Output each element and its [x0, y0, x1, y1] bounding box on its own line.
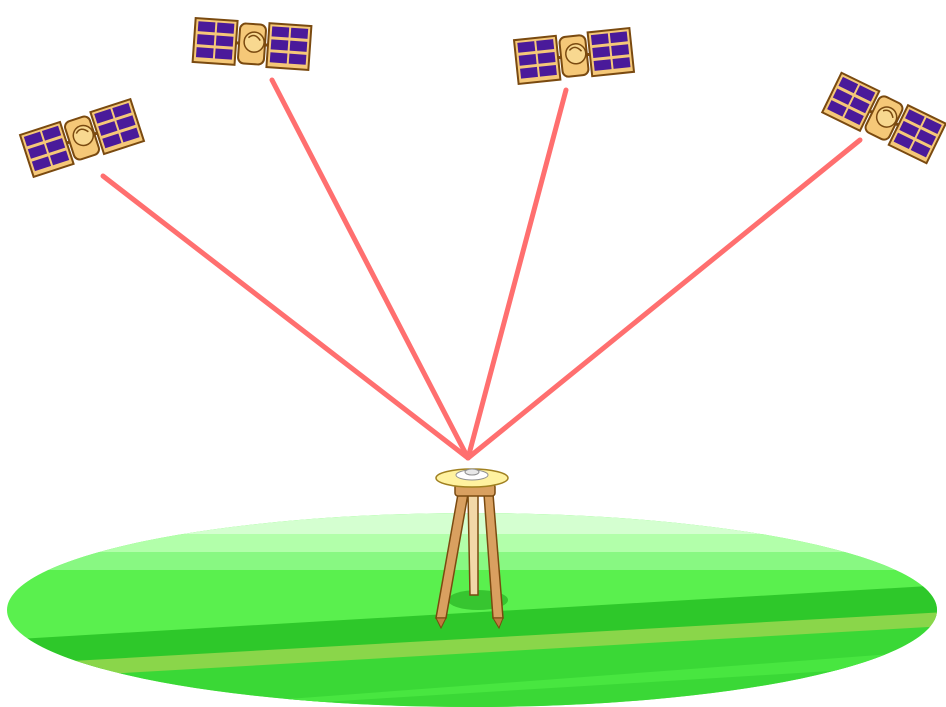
signal-lines: [100, 77, 863, 461]
signal-line-3: [465, 87, 569, 461]
satellite-icon: [512, 26, 636, 86]
satellite-2: [191, 16, 313, 72]
satellite-1: [18, 97, 146, 179]
satellite-icon: [18, 97, 146, 179]
gnss-receiver-tripod-icon: [435, 468, 509, 630]
receiver: [435, 468, 509, 630]
satellite-icon: [820, 71, 946, 165]
satellite-4: [820, 71, 946, 165]
signal-line-1: [100, 173, 471, 461]
satellite-icon: [191, 16, 313, 72]
signal-line-4: [465, 137, 863, 461]
satellite-3: [512, 26, 636, 86]
signal-line-2: [269, 77, 471, 461]
